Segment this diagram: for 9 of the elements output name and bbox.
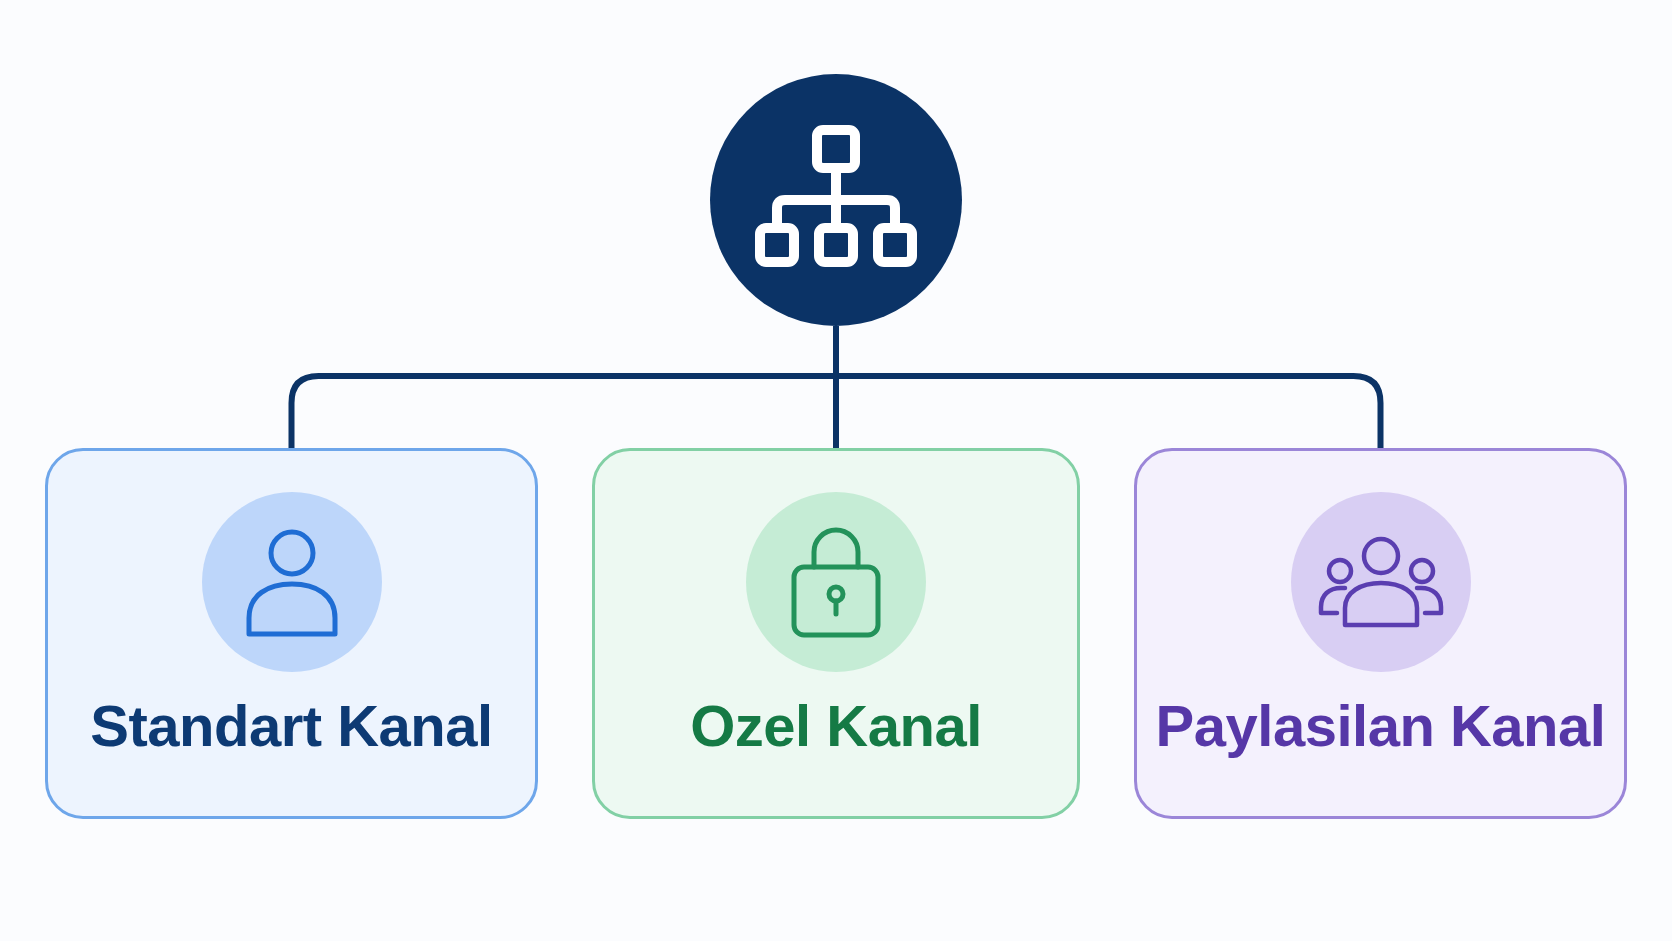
- connector-line: [839, 373, 1384, 448]
- channel-card: [45, 448, 538, 819]
- card-title: Ozel Kanal: [690, 697, 982, 755]
- card-title: Standart Kanal: [90, 697, 493, 755]
- connector-line: [833, 376, 839, 448]
- channel-card: [592, 448, 1080, 819]
- connector-line: [833, 326, 839, 376]
- channel-card: [1134, 448, 1627, 819]
- connector-line: [288, 373, 833, 448]
